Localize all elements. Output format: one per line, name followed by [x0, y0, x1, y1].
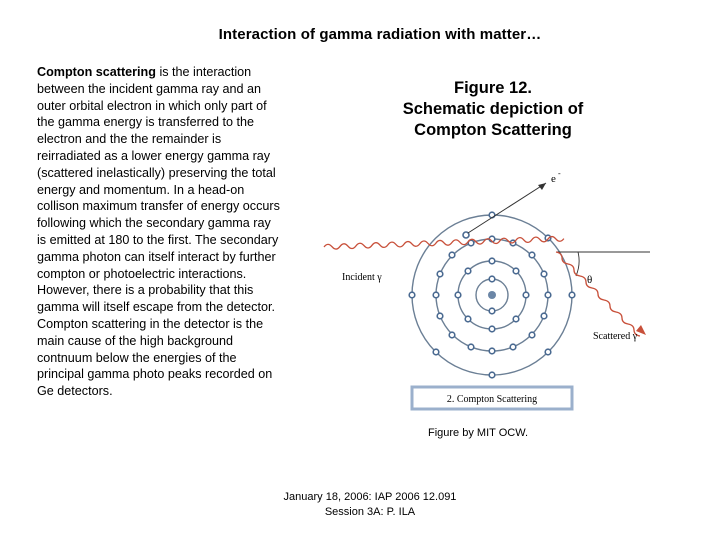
slide-title: Interaction of gamma radiation with matt…: [218, 26, 542, 43]
electrons-shell-outer: [408, 211, 576, 379]
scattered-photon: [555, 251, 641, 337]
electron-arrow-icon: [538, 183, 546, 190]
slide-footer: January 18, 2006: IAP 2006 12.091 Sessio…: [270, 490, 470, 520]
electrons-shell-1: [488, 275, 496, 315]
figure-caption-number: Figure 12.: [454, 79, 532, 97]
electrons-shell-2: [454, 257, 530, 333]
diagram-caption-box: [410, 385, 574, 411]
theta-label: θ: [587, 274, 592, 286]
figure-caption-line3: Compton Scattering: [414, 121, 572, 139]
electron-path: [467, 182, 547, 234]
incident-photon: [323, 235, 565, 250]
target-electron: [462, 231, 470, 239]
figure-credit: Figure by MIT OCW.: [428, 427, 529, 439]
footer-date: January 18, 2006: IAP 2006 12.091: [283, 491, 457, 503]
body-text: is the interaction between the incident …: [37, 65, 280, 399]
angle-arc: [575, 251, 580, 277]
nucleus: [488, 291, 496, 299]
footer-session: Session 3A: P. ILA: [324, 506, 416, 518]
figure-caption-line2: Schematic depiction of: [402, 100, 584, 118]
compton-scattering-diagram: e - Incident γ θ Scattered γ 2. Compton …: [323, 169, 650, 411]
diagram-caption-text: 2. Compton Scattering: [447, 394, 537, 405]
body-paragraph: Compton scattering is the interaction be…: [37, 64, 282, 400]
electron-label: e: [551, 173, 556, 185]
electron-label-charge: -: [558, 169, 561, 178]
figure-caption: Figure 12. Schematic depiction of Compto…: [385, 78, 601, 141]
scattered-arrow-icon: [636, 325, 646, 335]
incident-gamma-label: Incident γ: [342, 272, 382, 283]
body-lead-term: Compton scattering: [37, 65, 156, 79]
scattered-gamma-label: Scattered γ: [593, 331, 638, 342]
electrons-shell-3: [432, 235, 552, 355]
